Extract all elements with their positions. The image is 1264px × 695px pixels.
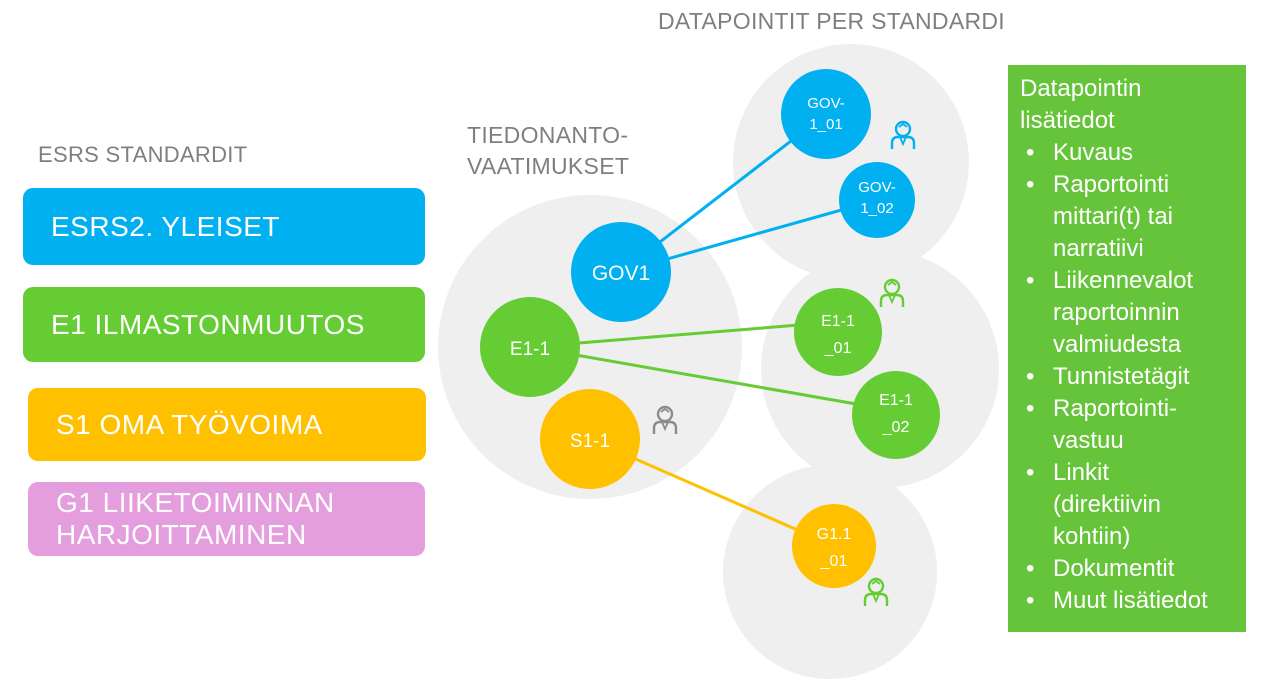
datapoints-heading: DATAPOINTIT PER STANDARDI xyxy=(658,8,1005,34)
datapoint-label-line1: E1-1 xyxy=(879,392,913,409)
person-icon xyxy=(863,577,889,606)
requirement-node-label: E1-1 xyxy=(510,339,550,360)
info-item-line: Dokumentit xyxy=(1053,555,1175,582)
datapoint-label-line2: 1_01 xyxy=(809,116,842,133)
requirement-node-gov1[interactable]: GOV1 xyxy=(571,222,671,322)
datapoint-node-circle xyxy=(792,504,876,588)
datapoint-node-circle xyxy=(839,162,915,238)
requirement-node-s1-1[interactable]: S1-1 xyxy=(540,389,640,489)
datapoint-node-circle xyxy=(781,69,871,159)
person-icon xyxy=(652,405,678,434)
standard-box-e1[interactable]: E1 ILMASTONMUUTOS xyxy=(23,287,425,362)
info-item-line: kohtiin) xyxy=(1053,523,1131,550)
info-item-line: Kuvaus xyxy=(1053,139,1134,166)
info-panel-list: Kuvaus Raportointi mittari(t) tai narrat… xyxy=(1020,137,1236,617)
standard-box-esrs2[interactable]: ESRS2. YLEISET xyxy=(23,188,425,265)
info-item-raportointi-mittari: Raportointi mittari(t) tai narratiivi xyxy=(1020,169,1236,265)
standards-heading: ESRS STANDARDIT xyxy=(38,142,248,167)
datapoint-node-circle xyxy=(852,371,940,459)
info-item-raportointivastuu: Raportointi- vastuu xyxy=(1020,393,1236,457)
info-item-muut-lisatiedot: Muut lisätiedot xyxy=(1020,585,1236,617)
requirement-node-circle xyxy=(540,389,640,489)
datapoint-label-line2: 1_02 xyxy=(860,200,893,217)
connector-e11-e1101 xyxy=(529,320,837,349)
info-panel-title-line1: Datapointin xyxy=(1020,75,1142,102)
datapoint-node-g1-1-01[interactable]: G1.1 _01 xyxy=(792,504,876,588)
info-item-line: valmiudesta xyxy=(1053,331,1182,358)
standard-label: ESRS2. YLEISET xyxy=(51,210,281,242)
info-item-line: (direktiivin xyxy=(1053,491,1162,518)
standard-box-s1[interactable]: S1 OMA TYÖVOIMA xyxy=(28,388,426,461)
datapoint-node-e1-1-01[interactable]: E1-1 _01 xyxy=(794,288,882,376)
datapoint-label-line1: GOV- xyxy=(858,179,896,196)
standard-label-line2: HARJOITTAMINEN xyxy=(56,519,307,550)
standard-label: E1 ILMASTONMUUTOS xyxy=(51,308,365,340)
datapoint-node-gov-1-02[interactable]: GOV- 1_02 xyxy=(839,162,915,238)
standard-label-line1: G1 LIIKETOIMINNAN xyxy=(56,487,335,518)
datapoint-label-line1: G1.1 xyxy=(817,526,852,543)
info-item-line: narratiivi xyxy=(1053,235,1144,262)
info-item-line: mittari(t) tai xyxy=(1053,203,1173,230)
info-item-line: Liikennevalot xyxy=(1053,267,1194,294)
requirements-heading-line1: TIEDONANTO- xyxy=(467,122,629,148)
info-item-line: vastuu xyxy=(1053,427,1124,454)
person-icon xyxy=(890,120,916,149)
datapoint-node-e1-1-02[interactable]: E1-1 _02 xyxy=(852,371,940,459)
info-item-line: raportoinnin xyxy=(1053,299,1180,326)
datapoint-info-panel: Datapointin lisätiedot Kuvaus Raportoint… xyxy=(1008,65,1246,632)
requirement-node-e1-1[interactable]: E1-1 xyxy=(480,297,580,397)
info-item-line: Muut lisätiedot xyxy=(1053,587,1208,614)
info-item-dokumentit: Dokumentit xyxy=(1020,553,1236,585)
datapoint-label-line2: _02 xyxy=(882,419,910,436)
datapoint-label-line2: _01 xyxy=(820,553,848,570)
requirement-node-circle xyxy=(571,222,671,322)
info-item-line: Linkit xyxy=(1053,459,1110,486)
person-icon xyxy=(879,278,905,307)
datapoint-label-line1: GOV- xyxy=(807,95,845,112)
requirements-heading: TIEDONANTO- VAATIMUKSET xyxy=(467,120,629,182)
info-panel-title-line2: lisätiedot xyxy=(1020,107,1115,134)
requirement-node-label: GOV1 xyxy=(592,262,650,285)
requirement-node-label: S1-1 xyxy=(570,431,610,452)
info-item-tunnistetagit: Tunnistetägit xyxy=(1020,361,1236,393)
info-item-linkit: Linkit (direktiivin kohtiin) xyxy=(1020,457,1236,553)
requirements-heading-line2: VAATIMUKSET xyxy=(467,153,630,179)
info-item-liikennevalot: Liikennevalot raportoinnin valmiudesta xyxy=(1020,265,1236,361)
requirement-node-circle xyxy=(480,297,580,397)
datapoint-node-gov-1-01[interactable]: GOV- 1_01 xyxy=(781,69,871,159)
info-item-kuvaus: Kuvaus xyxy=(1020,137,1236,169)
datapoint-node-circle xyxy=(794,288,882,376)
standard-label: S1 OMA TYÖVOIMA xyxy=(56,408,323,440)
connector-e11-e1102 xyxy=(529,345,897,413)
info-item-line: Tunnistetägit xyxy=(1053,363,1190,390)
standard-box-g1[interactable]: G1 LIIKETOIMINNAN HARJOITTAMINEN xyxy=(28,482,425,556)
info-item-line: Raportointi xyxy=(1053,171,1170,198)
info-item-line: Raportointi- xyxy=(1053,395,1178,422)
datapoint-label-line1: E1-1 xyxy=(821,313,855,330)
datapoint-label-line2: _01 xyxy=(824,340,852,357)
